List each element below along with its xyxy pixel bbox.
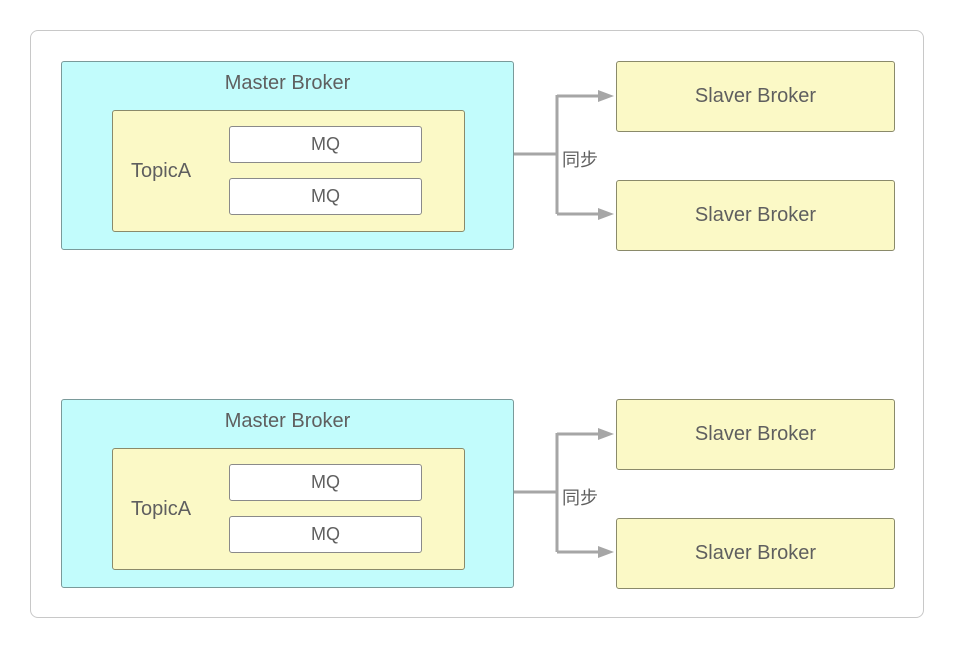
message-queue-2: MQ — [229, 516, 422, 553]
topic-box: TopicA MQ MQ — [112, 110, 465, 232]
broker-group-1: Master Broker TopicA MQ MQ 同步 Slaver Bro… — [0, 61, 956, 253]
master-broker-label: Master Broker — [224, 410, 351, 432]
arrow-head-bottom — [598, 208, 614, 220]
slave-broker-1: Slaver Broker — [616, 61, 895, 132]
arrow-head-top — [598, 90, 614, 102]
master-broker-box: Master Broker TopicA MQ MQ — [61, 61, 514, 250]
message-queue-2: MQ — [229, 178, 422, 215]
slave-broker-2: Slaver Broker — [616, 180, 895, 251]
broker-group-2: Master Broker TopicA MQ MQ 同步 Slaver Bro… — [0, 399, 956, 591]
topic-box: TopicA MQ MQ — [112, 448, 465, 570]
sync-connector — [514, 428, 614, 558]
topic-label: TopicA — [131, 498, 192, 520]
sync-label: 同步 — [562, 488, 598, 509]
message-queue-1: MQ — [229, 464, 422, 501]
sync-connector — [514, 90, 614, 220]
message-queue-1: MQ — [229, 126, 422, 163]
topic-label: TopicA — [131, 160, 192, 182]
arrow-head-bottom — [598, 546, 614, 558]
master-broker-label: Master Broker — [224, 72, 351, 94]
sync-label: 同步 — [562, 150, 598, 171]
arrow-head-top — [598, 428, 614, 440]
slave-broker-1: Slaver Broker — [616, 399, 895, 470]
master-broker-box: Master Broker TopicA MQ MQ — [61, 399, 514, 588]
slave-broker-2: Slaver Broker — [616, 518, 895, 589]
